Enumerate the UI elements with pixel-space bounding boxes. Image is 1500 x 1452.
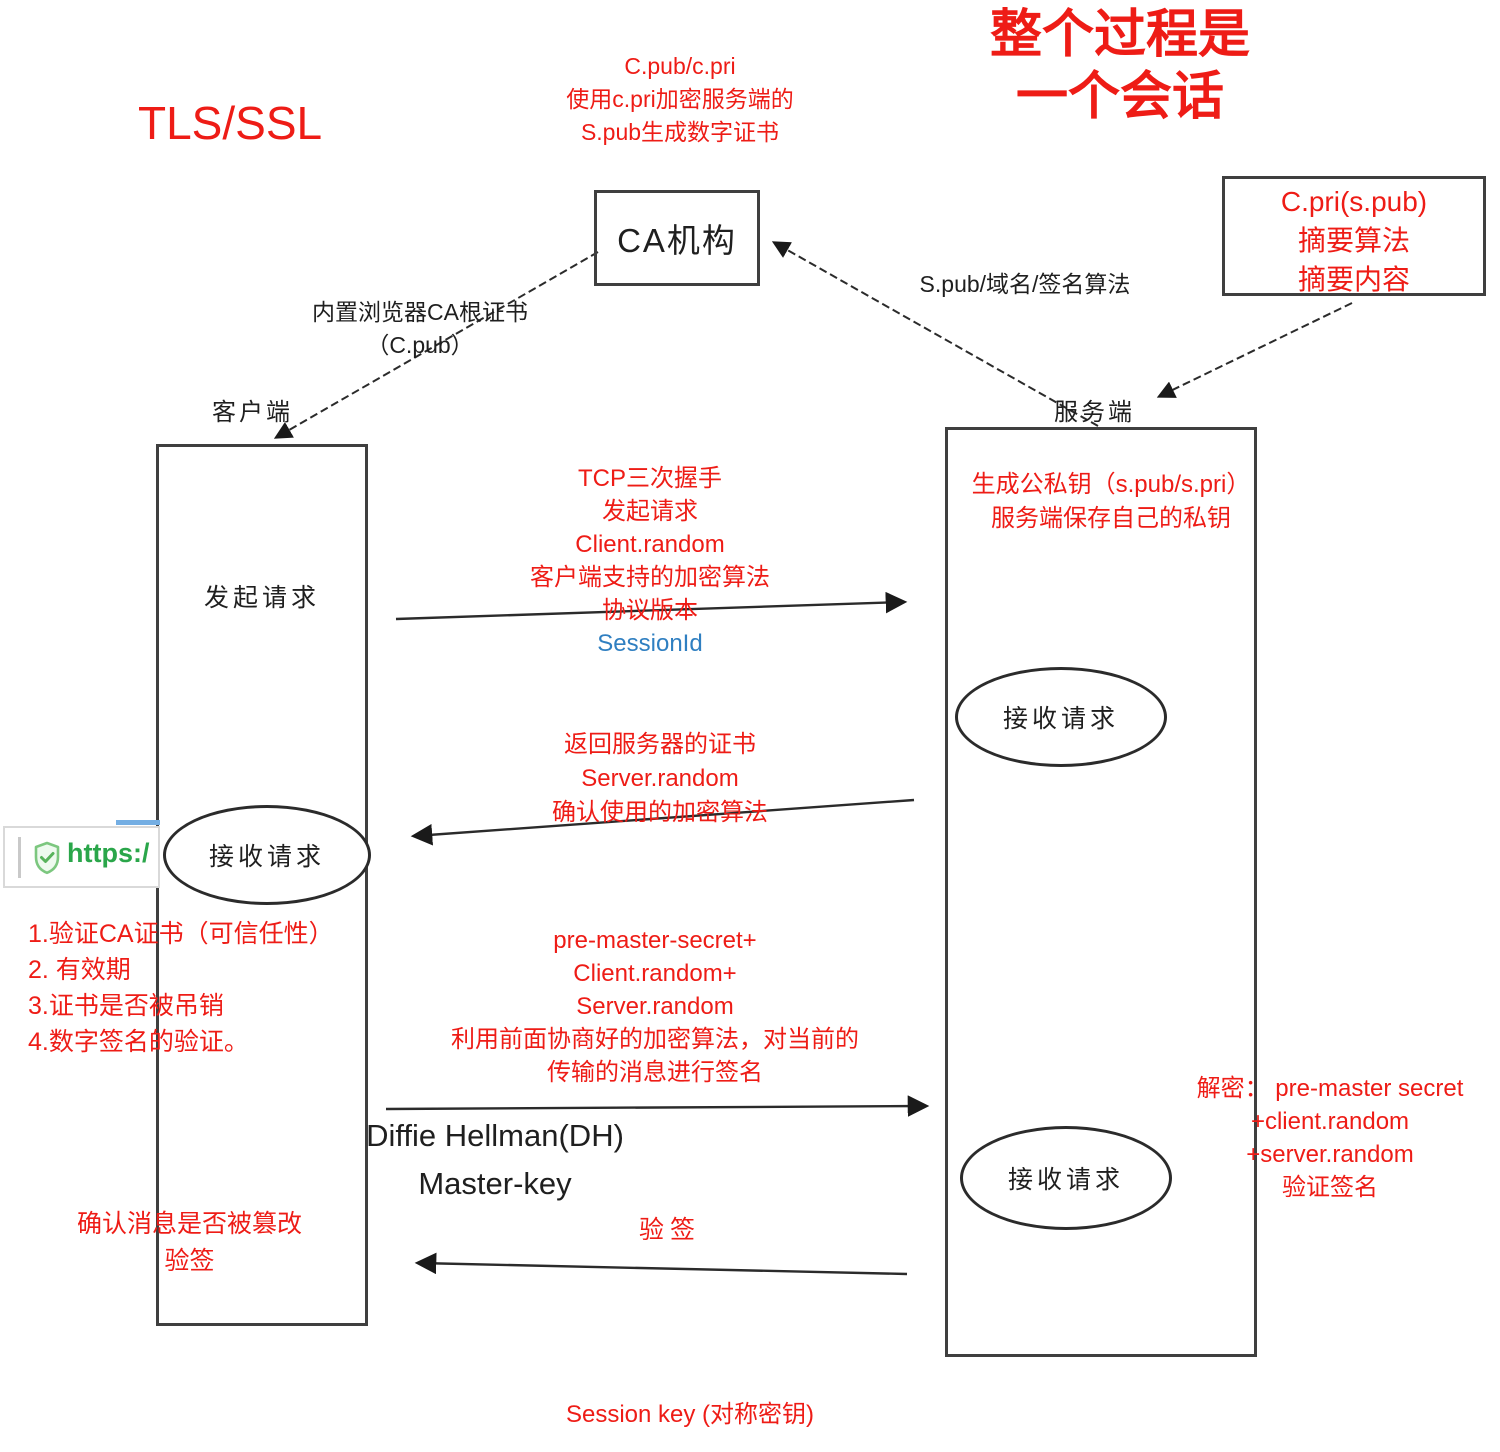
verify-sign-label: 验签 (638, 1216, 701, 1244)
server-receive-ellipse-2: 接收请求 (960, 1126, 1172, 1230)
client-receive-ellipse: 接收请求 (163, 805, 371, 905)
client-hello-text: TCP三次握手 发起请求 Client.random 客户端支持的加密算法 协议… (440, 462, 860, 660)
server-hello-line: Server.random (581, 765, 739, 792)
ca-root-cert-line: 内置浏览器CA根证书 (312, 299, 528, 325)
secure-shield-icon (32, 841, 62, 880)
cert-verify-item: 1.验证CA证书（可信任性） (28, 920, 334, 948)
key-exchange-line: 利用前面协商好的加密算法，对当前的 (451, 1026, 859, 1053)
key-exchange-line: 传输的消息进行签名 (547, 1059, 763, 1086)
ca-cert-note-line: 使用c.pri加密服务端的 (566, 86, 794, 112)
cert-verify-item: 2. 有效期 (28, 956, 131, 984)
server-hello-line: 确认使用的加密算法 (552, 799, 768, 826)
tab-indicator (116, 820, 160, 825)
dh-note-line: Master-key (418, 1166, 572, 1201)
server-keygen-note: 生成公私钥（s.pub/s.pri） 服务端保存自己的私钥 (952, 468, 1270, 536)
arrow-server-hello (410, 798, 915, 846)
cpri-digest-line: 摘要内容 (1297, 264, 1410, 295)
arrow-server-to-ca (771, 241, 1099, 427)
page-title: TLS/SSL (138, 97, 323, 149)
server-keygen-line: 生成公私钥（s.pub/s.pri） (971, 471, 1251, 498)
ca-cert-note-line: S.pub生成数字证书 (580, 119, 780, 145)
cert-verify-item: 3.证书是否被吊销 (28, 992, 224, 1020)
key-exchange-text: pre-master-secret+ Client.random+ Server… (420, 924, 890, 1089)
arrow-cpri-to-server (1156, 302, 1353, 398)
server-decrypt-line: 验证签名 (1282, 1174, 1378, 1201)
server-keygen-line: 服务端保存自己的私钥 (991, 505, 1231, 532)
client-label: 客户端 (212, 399, 293, 426)
arrow-ca-to-client (273, 251, 599, 439)
session-note-line: 一个会话 (1015, 68, 1224, 126)
server-receive-label-1: 接收请求 (1002, 705, 1119, 733)
tamper-check-line: 确认消息是否被篡改 (76, 1210, 302, 1238)
client-request-step: 发起请求 (203, 584, 320, 612)
cert-verify-list: 1.验证CA证书（可信任性） 2. 有效期 3.证书是否被吊销 4.数字签名的验… (28, 916, 368, 1060)
key-exchange-line: pre-master-secret+ (553, 927, 757, 954)
server-receive-label-2: 接收请求 (1007, 1166, 1124, 1194)
client-hello-line: TCP三次握手 (578, 465, 722, 492)
tamper-check-line: 验签 (164, 1247, 215, 1275)
session-note: 整个过程是 一个会话 (950, 4, 1290, 128)
ca-root-cert-label: 内置浏览器CA根证书 （C.pub） (270, 296, 570, 362)
arrow-verify-sign (414, 1252, 908, 1276)
client-hello-line: 客户端支持的加密算法 (530, 564, 770, 591)
server-decrypt-note: 解密： pre-master secret +client.random +se… (1180, 1072, 1480, 1204)
ca-cert-note: C.pub/c.pri 使用c.pri加密服务端的 S.pub生成数字证书 (500, 50, 860, 149)
ca-cert-note-line: C.pub/c.pri (624, 53, 736, 79)
server-box (945, 427, 1257, 1357)
address-bar-separator (18, 837, 21, 878)
ca-authority-label: CA机构 (617, 222, 737, 259)
cert-verify-item: 4.数字签名的验证。 (28, 1028, 249, 1056)
server-label: 服务端 (1054, 399, 1135, 426)
server-hello-line: 返回服务器的证书 (564, 731, 756, 758)
session-key-note: Session key (对称密钥) (565, 1401, 815, 1428)
server-decrypt-line: +client.random (1250, 1108, 1410, 1135)
dh-note-line: Diffie Hellman(DH) (366, 1118, 624, 1153)
cpri-digest-line: 摘要算法 (1297, 225, 1410, 256)
ca-root-cert-line: （C.pub） (366, 332, 474, 358)
client-receive-label: 接收请求 (208, 843, 325, 871)
key-exchange-line: Server.random (576, 993, 734, 1020)
server-decrypt-line: 解密： pre-master secret (1196, 1075, 1464, 1102)
https-url-text: https:/ (67, 838, 150, 868)
browser-address-bar: https:/ (3, 826, 160, 888)
cpri-digest-line: C.pri(s.pub) (1280, 186, 1428, 217)
client-hello-line: 协议版本 (602, 597, 698, 624)
tamper-check-note: 确认消息是否被篡改 验签 (62, 1206, 317, 1280)
ca-authority-box: CA机构 (594, 190, 760, 286)
server-receive-ellipse-1: 接收请求 (955, 667, 1167, 767)
dh-note: Diffie Hellman(DH) Master-key (345, 1112, 645, 1208)
server-hello-text: 返回服务器的证书 Server.random 确认使用的加密算法 (460, 728, 860, 830)
client-hello-line: 发起请求 (602, 498, 698, 525)
session-note-line: 整个过程是 (989, 6, 1250, 64)
spub-domain-label: S.pub/域名/签名算法 (919, 271, 1131, 297)
session-id-label: SessionId (597, 630, 703, 657)
key-exchange-line: Client.random+ (573, 960, 737, 987)
cpri-digest-box: C.pri(s.pub) 摘要算法 摘要内容 (1222, 176, 1486, 296)
client-hello-line: Client.random (575, 531, 725, 558)
arrow-client-hello (395, 591, 908, 621)
arrow-key-exchange (385, 1095, 930, 1117)
server-decrypt-line: +server.random (1246, 1141, 1414, 1168)
